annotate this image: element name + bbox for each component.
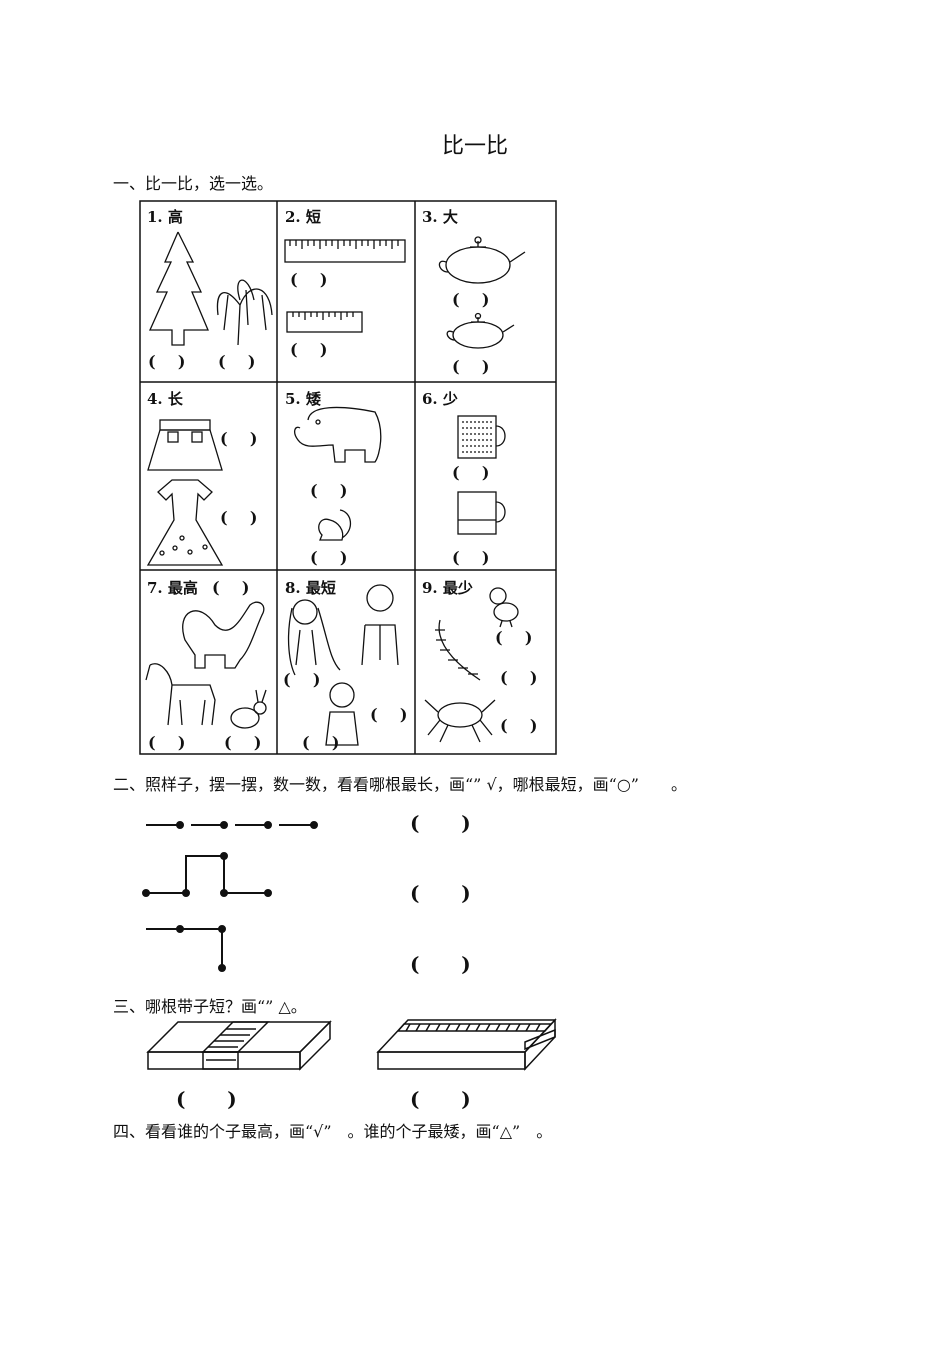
answer-blank[interactable]: ( ) (218, 352, 256, 371)
cell-3-label: 3. 大 (422, 208, 458, 226)
small-teapot-icon (446, 312, 515, 349)
willow-tree-icon (216, 279, 273, 346)
man-icon (361, 584, 399, 666)
cell-4-label: 4. 长 (147, 390, 183, 408)
answer-blank[interactable]: ( ) (410, 952, 471, 976)
cell-8-label: 8. 最短 (285, 579, 336, 597)
answer-blank[interactable]: ( ) (290, 340, 328, 359)
cell-2-label: 2. 短 (285, 208, 321, 226)
skirt-icon (147, 419, 223, 471)
answer-blank[interactable]: ( ) (302, 733, 340, 752)
less-full-cup-icon (457, 491, 506, 535)
answer-blank[interactable]: ( ) (452, 357, 490, 376)
box-horizontal-ribbon-icon (376, 1018, 557, 1071)
crab-icon (424, 699, 496, 743)
squirrel-icon (318, 509, 352, 541)
cell-1-label: 1. 高 (147, 208, 183, 226)
answer-blank[interactable]: ( ) (220, 508, 258, 527)
answer-blank[interactable]: ( ) (176, 1087, 237, 1111)
large-teapot-icon (438, 236, 526, 284)
answer-blank[interactable]: ( ) (410, 1087, 471, 1111)
q2-instruction: 二、照样子，摆一摆，数一数，看看哪根最长，画“” √，哪根最短，画“○” 。 (113, 775, 687, 794)
answer-blank[interactable]: ( ) (148, 352, 186, 371)
answer-blank[interactable]: ( ) (290, 270, 328, 289)
pine-tree-icon (148, 231, 209, 346)
rabbit-icon (230, 689, 267, 729)
answer-blank[interactable]: ( ) (500, 668, 538, 687)
answer-blank[interactable]: ( ) (224, 733, 262, 752)
box-vertical-ribbon-icon (146, 1020, 332, 1071)
answer-blank[interactable]: ( ) (370, 705, 408, 724)
answer-blank[interactable]: ( ) (500, 716, 538, 735)
answer-blank[interactable]: ( ) (148, 733, 186, 752)
answer-blank[interactable]: ( ) (410, 881, 471, 905)
straight-dotted-line-icon (146, 821, 318, 829)
answer-blank[interactable]: ( ) (310, 481, 348, 500)
corner-line-icon (146, 925, 226, 972)
answer-blank[interactable]: ( ) (495, 628, 533, 647)
horse-icon (145, 663, 216, 726)
answer-blank[interactable]: ( ) (452, 290, 490, 309)
answer-blank[interactable]: ( ) (220, 429, 258, 448)
centipede-icon (435, 619, 481, 681)
cell-6-label: 6. 少 (422, 390, 458, 408)
page-title: 比一比 (441, 134, 508, 159)
long-hair-girl-icon (287, 599, 341, 676)
answer-blank[interactable]: ( ) (310, 548, 348, 567)
q1-instruction: 一、比一比，选一选。 (113, 174, 274, 193)
q1-grid (139, 200, 557, 755)
elephant-icon (294, 406, 382, 463)
answer-blank[interactable]: ( ) (410, 811, 471, 835)
cell-9-label: 9. 最少 (422, 579, 473, 597)
raised-step-line-icon (142, 852, 272, 897)
short-hair-girl-icon (325, 682, 359, 746)
answer-blank[interactable]: ( ) (283, 670, 321, 689)
chick-icon (489, 587, 519, 628)
long-ruler-icon (284, 239, 406, 263)
cell-5-label: 5. 矮 (285, 390, 321, 408)
full-cup-icon (457, 415, 506, 459)
short-ruler-icon (286, 311, 363, 333)
q4-instruction: 四、看看谁的个子最高，画“√” 。谁的个子最矮，画“△” 。 (113, 1122, 553, 1141)
q3-instruction: 三、哪根带子短？画“” △。 (113, 997, 307, 1016)
dress-icon (146, 479, 224, 566)
answer-blank[interactable]: ( ) (452, 548, 490, 567)
cell-7-label: 7. 最高 (147, 579, 198, 597)
answer-blank[interactable]: ( ) (452, 463, 490, 482)
answer-blank[interactable]: ( ) (212, 578, 250, 597)
dinosaur-icon (182, 601, 265, 669)
